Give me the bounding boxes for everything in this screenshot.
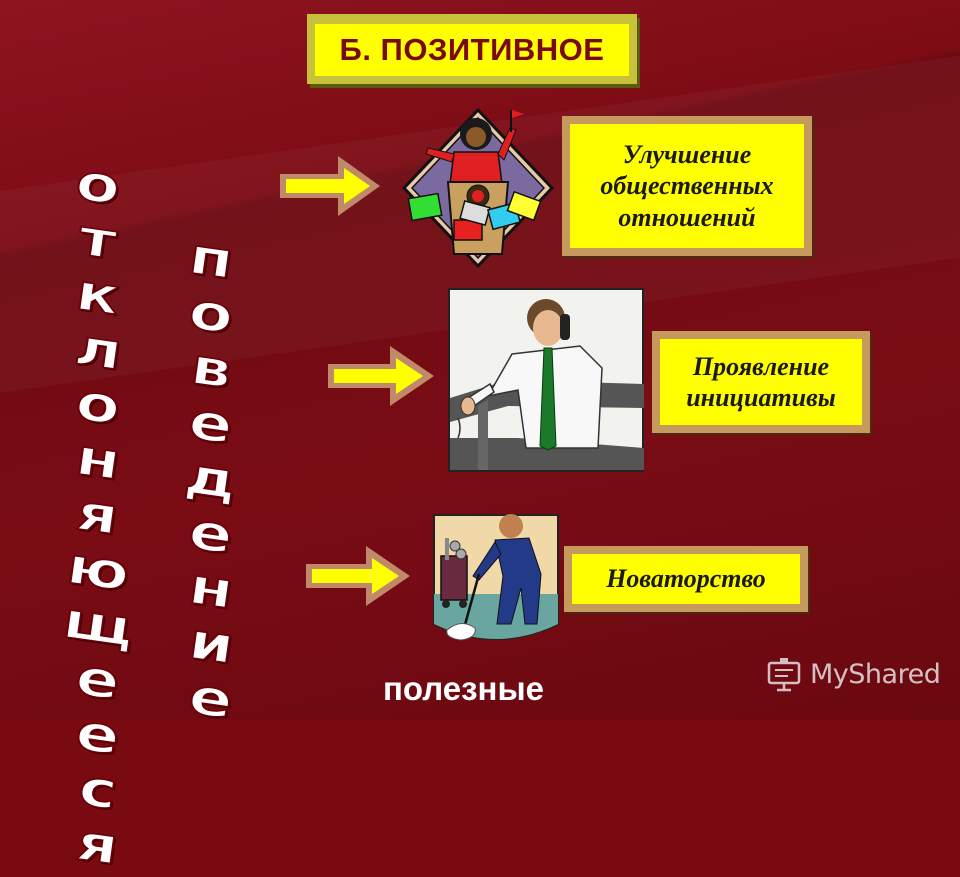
letter: е xyxy=(185,502,238,567)
janitor-mopping-illustration xyxy=(433,514,559,641)
letter: в xyxy=(186,337,236,402)
letter: я xyxy=(73,483,123,548)
arrow-right-icon xyxy=(306,546,410,606)
letter: т xyxy=(75,208,122,272)
watermark-text: MyShared xyxy=(810,658,941,690)
arrow-right-icon xyxy=(280,156,380,216)
footer-word: полезные xyxy=(383,670,545,707)
text-line: общественных xyxy=(600,171,774,201)
letter: я xyxy=(73,813,123,877)
text-box-inner: Проявление инициативы xyxy=(660,339,862,425)
text-box-innovation: Новаторство xyxy=(564,546,808,612)
presentation-board-icon xyxy=(767,658,801,692)
text-line: инициативы xyxy=(686,383,836,412)
vertical-word-deviant: о т к л о н я ю щ е е с я xyxy=(58,153,138,877)
letter: н xyxy=(71,428,125,493)
letter: щ xyxy=(58,591,138,660)
letter: о xyxy=(184,282,237,347)
letter: л xyxy=(70,317,126,383)
letter: е xyxy=(185,667,238,732)
letter: е xyxy=(72,703,125,768)
text-box-inner: Улучшение общественных отношений xyxy=(570,124,804,248)
text-box-initiative: Проявление инициативы xyxy=(652,331,870,433)
letter: н xyxy=(184,557,238,622)
arrow-right-icon xyxy=(328,346,434,406)
header-inner: Б. ПОЗИТИВНОЕ xyxy=(315,24,629,76)
text-line: отношений xyxy=(618,202,756,232)
letter: е xyxy=(185,392,238,457)
letter: д xyxy=(181,446,242,512)
text-box-inner: Новаторство xyxy=(572,554,800,604)
letter: и xyxy=(184,612,238,677)
letter: о xyxy=(71,153,124,218)
text-line: Проявление xyxy=(692,351,830,381)
businessman-phone-illustration xyxy=(448,288,644,472)
letter: с xyxy=(74,758,121,822)
text-box-public-relations: Улучшение общественных отношений xyxy=(562,116,812,256)
letter: ю xyxy=(62,537,133,605)
header-title: Б. ПОЗИТИВНОЕ xyxy=(339,32,605,67)
text-line: Новаторство xyxy=(606,564,766,594)
watermark: MyShared xyxy=(766,652,941,696)
text-line: Улучшение xyxy=(622,140,752,170)
speaker-podium-illustration xyxy=(401,107,555,269)
letter: о xyxy=(71,373,124,438)
letter: п xyxy=(184,227,238,292)
letter: к xyxy=(72,263,125,328)
letter: е xyxy=(72,648,125,713)
header-box: Б. ПОЗИТИВНОЕ xyxy=(307,14,637,84)
vertical-word-behavior: п о в е д е н и е xyxy=(176,227,246,732)
